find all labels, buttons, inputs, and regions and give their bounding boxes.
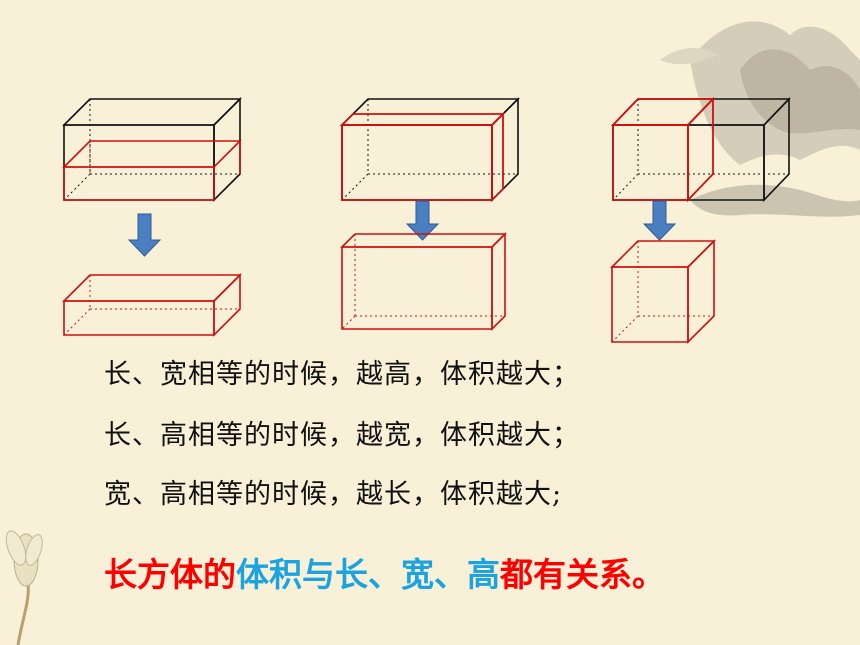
lotus-decoration bbox=[5, 530, 43, 645]
down-arrow-2 bbox=[405, 200, 440, 241]
statement-length: 宽、高相等的时候，越长，体积越大; bbox=[104, 479, 563, 510]
statement-width: 长、高相等的时候，越宽，体积越大； bbox=[104, 420, 580, 451]
cube-red-inside bbox=[610, 96, 716, 203]
conclusion-part-1: 长方体的 bbox=[104, 555, 236, 594]
down-arrow-1 bbox=[127, 213, 162, 257]
conclusion-part-3: 都有关系。 bbox=[500, 555, 665, 594]
cuboid-upright-red-result bbox=[340, 232, 507, 331]
statement-height: 长、宽相等的时候，越高，体积越大； bbox=[104, 359, 580, 390]
down-arrow-3 bbox=[642, 200, 677, 241]
ink-landscape-decoration bbox=[660, 21, 860, 217]
cube-red-result bbox=[610, 239, 716, 344]
cuboid-flat-red-result bbox=[62, 273, 242, 337]
cuboid-thin-red-inside bbox=[339, 111, 506, 203]
conclusion: 长方体的体积与长、宽、高都有关系。 bbox=[104, 548, 665, 596]
conclusion-part-2: 体积与长、宽、高 bbox=[236, 555, 500, 594]
cuboid-short-red-inside bbox=[62, 140, 242, 201]
